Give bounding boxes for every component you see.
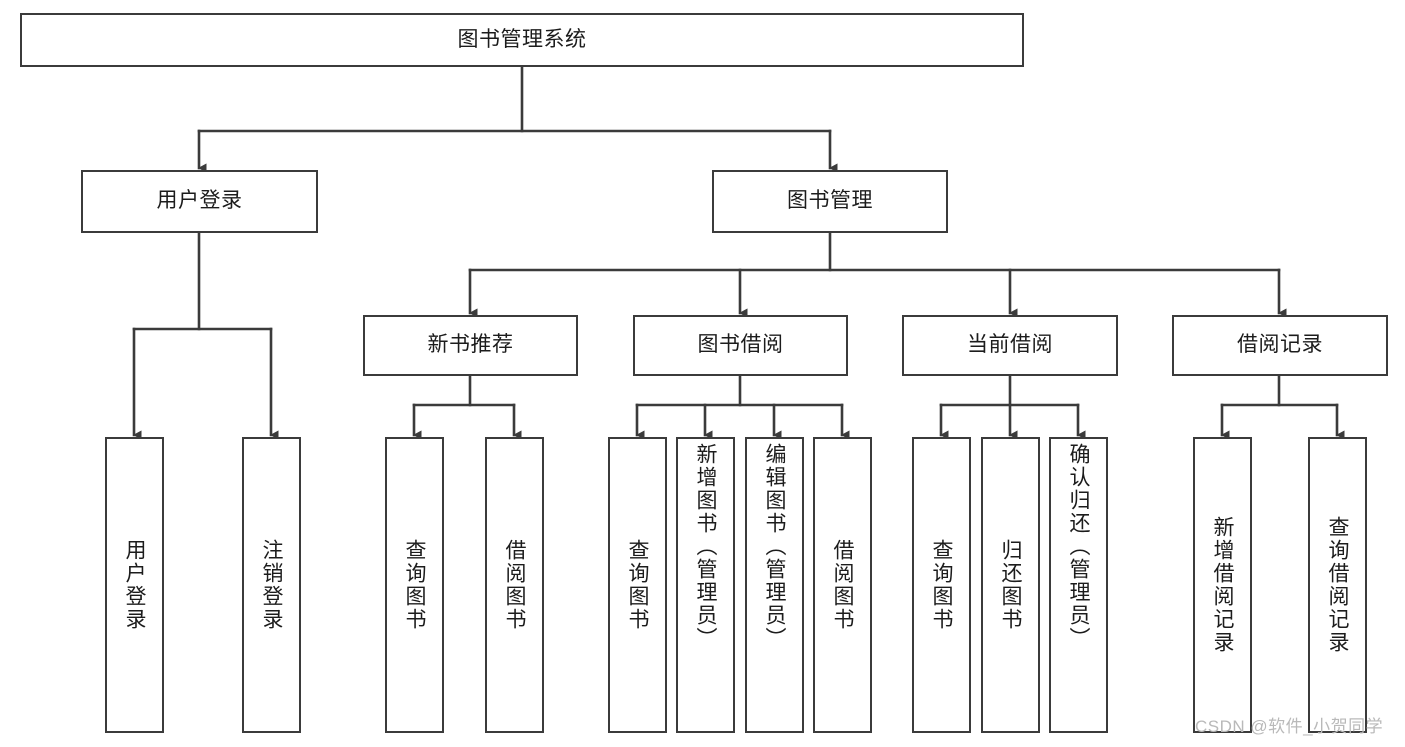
node-leaf-add-record-label: 新增借阅记录	[1211, 516, 1234, 654]
node-leaf-add-book[interactable]: 新增图书（管理员）	[676, 437, 735, 733]
node-book-borrow-label: 图书借阅	[697, 333, 784, 357]
node-borrow-record[interactable]: 借阅记录	[1172, 315, 1388, 376]
connectors-root	[197, 65, 838, 173]
node-leaf-borrow-book-2-label: 借阅图书	[831, 539, 854, 631]
connectors-new-book-recommend	[412, 374, 522, 440]
node-leaf-edit-book[interactable]: 编辑图书（管理员）	[745, 437, 804, 733]
node-user-login-label: 用户登录	[156, 189, 243, 213]
node-leaf-user-logout-label: 注销登录	[260, 539, 283, 631]
node-leaf-query-book-1[interactable]: 查询图书	[385, 437, 444, 733]
node-leaf-query-book-2[interactable]: 查询图书	[608, 437, 667, 733]
connectors-book-manage	[468, 231, 1287, 318]
node-book-manage-label: 图书管理	[787, 189, 873, 213]
node-leaf-query-record-label: 查询借阅记录	[1326, 516, 1349, 654]
node-leaf-return-book[interactable]: 归还图书	[981, 437, 1040, 733]
node-borrow-record-label: 借阅记录	[1237, 333, 1323, 357]
connectors-current-borrow	[939, 374, 1086, 440]
node-leaf-edit-book-label: 编辑图书（管理员）	[763, 443, 786, 650]
node-leaf-query-book-3-label: 查询图书	[930, 539, 953, 631]
node-leaf-user-login[interactable]: 用户登录	[105, 437, 164, 733]
connectors-borrow-record	[1220, 374, 1345, 440]
node-leaf-confirm-return-label: 确认归还（管理员）	[1067, 443, 1090, 650]
node-new-book-recommend-label: 新书推荐	[427, 333, 514, 357]
node-book-borrow[interactable]: 图书借阅	[633, 315, 848, 376]
node-root[interactable]: 图书管理系统	[20, 13, 1024, 67]
connectors-user-login	[132, 231, 279, 440]
node-leaf-borrow-book-1-label: 借阅图书	[503, 539, 526, 631]
node-leaf-confirm-return[interactable]: 确认归还（管理员）	[1049, 437, 1108, 733]
node-book-manage[interactable]: 图书管理	[712, 170, 948, 233]
node-leaf-query-book-3[interactable]: 查询图书	[912, 437, 971, 733]
node-current-borrow[interactable]: 当前借阅	[902, 315, 1118, 376]
node-root-label: 图书管理系统	[457, 27, 587, 51]
node-current-borrow-label: 当前借阅	[967, 333, 1053, 357]
node-leaf-borrow-book-1[interactable]: 借阅图书	[485, 437, 544, 733]
connectors-book-borrow	[635, 374, 850, 440]
node-leaf-add-record[interactable]: 新增借阅记录	[1193, 437, 1252, 733]
node-new-book-recommend[interactable]: 新书推荐	[363, 315, 578, 376]
node-leaf-add-book-label: 新增图书（管理员）	[694, 443, 717, 650]
node-leaf-user-login-label: 用户登录	[123, 539, 146, 631]
node-leaf-query-book-2-label: 查询图书	[626, 539, 649, 631]
node-leaf-return-book-label: 归还图书	[999, 539, 1022, 631]
node-leaf-query-book-1-label: 查询图书	[403, 539, 426, 631]
node-leaf-borrow-book-2[interactable]: 借阅图书	[813, 437, 872, 733]
node-user-login[interactable]: 用户登录	[81, 170, 318, 233]
node-leaf-query-record[interactable]: 查询借阅记录	[1308, 437, 1367, 733]
node-leaf-user-logout[interactable]: 注销登录	[242, 437, 301, 733]
